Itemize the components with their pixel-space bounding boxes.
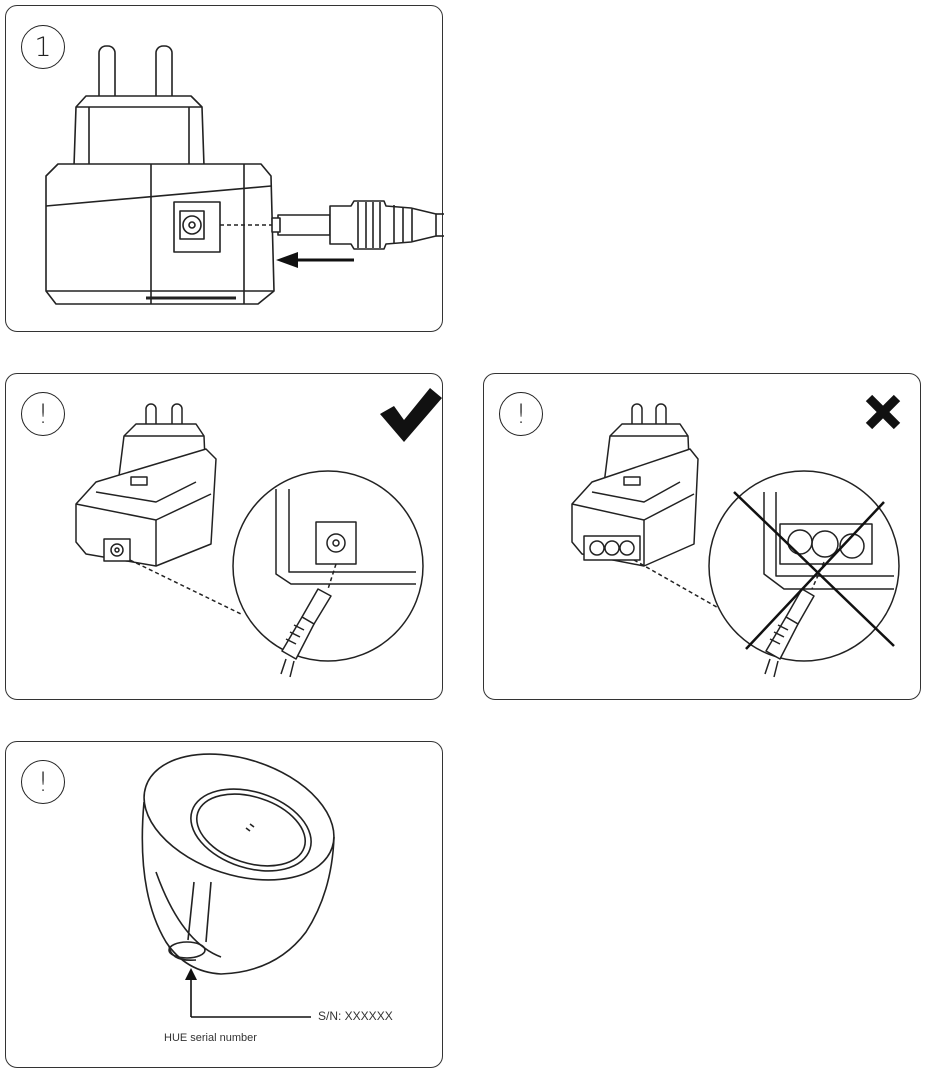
warning-badge: ! (21, 392, 65, 436)
incorrect-connection-panel: ! (483, 373, 921, 700)
hue-lamp-illustration (141, 753, 335, 1018)
step-1-panel: 1 (5, 5, 444, 332)
warning-badge: ! (499, 392, 543, 436)
serial-number-caption: HUE serial number (164, 1032, 257, 1044)
arrow-up-icon (185, 968, 197, 980)
checkmark-icon (380, 388, 442, 442)
correct-connection-illustration (75, 388, 442, 678)
warning-badge: ! (21, 760, 65, 804)
serial-number-panel: ! S/N: XXXXXX HUE serial number (5, 741, 443, 1068)
step-number-badge: 1 (21, 25, 65, 69)
correct-connection-panel: ! (5, 373, 443, 700)
serial-number-label: S/N: XXXXXX (318, 1009, 393, 1023)
x-mark-icon (865, 394, 901, 430)
arrow-left-icon (276, 252, 298, 268)
power-adapter-connect-illustration (45, 45, 444, 305)
incorrect-connection-illustration (571, 394, 901, 678)
